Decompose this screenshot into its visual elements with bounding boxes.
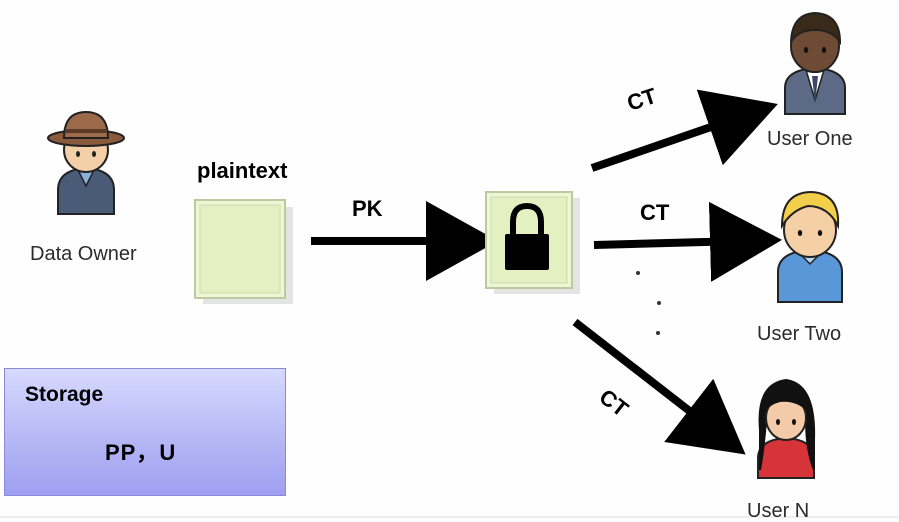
user-one-icon [784, 11, 846, 115]
ct-arrow-user-n [572, 318, 746, 455]
ct-arrow-user-two [593, 201, 782, 282]
ct-label-middle: CT [640, 200, 670, 225]
pk-label: PK [352, 196, 383, 221]
plaintext-label: plaintext [197, 158, 288, 183]
user-n-label: User N [747, 500, 810, 522]
user-one-label: User One [767, 128, 853, 150]
data-owner-icon [47, 110, 125, 215]
user-n-icon [757, 378, 816, 479]
lock-icon [505, 202, 549, 270]
storage-box: Storage PP，U [4, 368, 286, 496]
storage-title: Storage [25, 383, 104, 406]
storage-content: PP，U [105, 440, 177, 465]
user-two-icon [777, 190, 843, 303]
user-two-label: User Two [757, 323, 842, 345]
ct-arrow-user-one [590, 89, 778, 172]
ellipsis-dots [636, 271, 661, 335]
plaintext-document-icon [194, 199, 293, 304]
data-owner-label: Data Owner [30, 243, 137, 265]
